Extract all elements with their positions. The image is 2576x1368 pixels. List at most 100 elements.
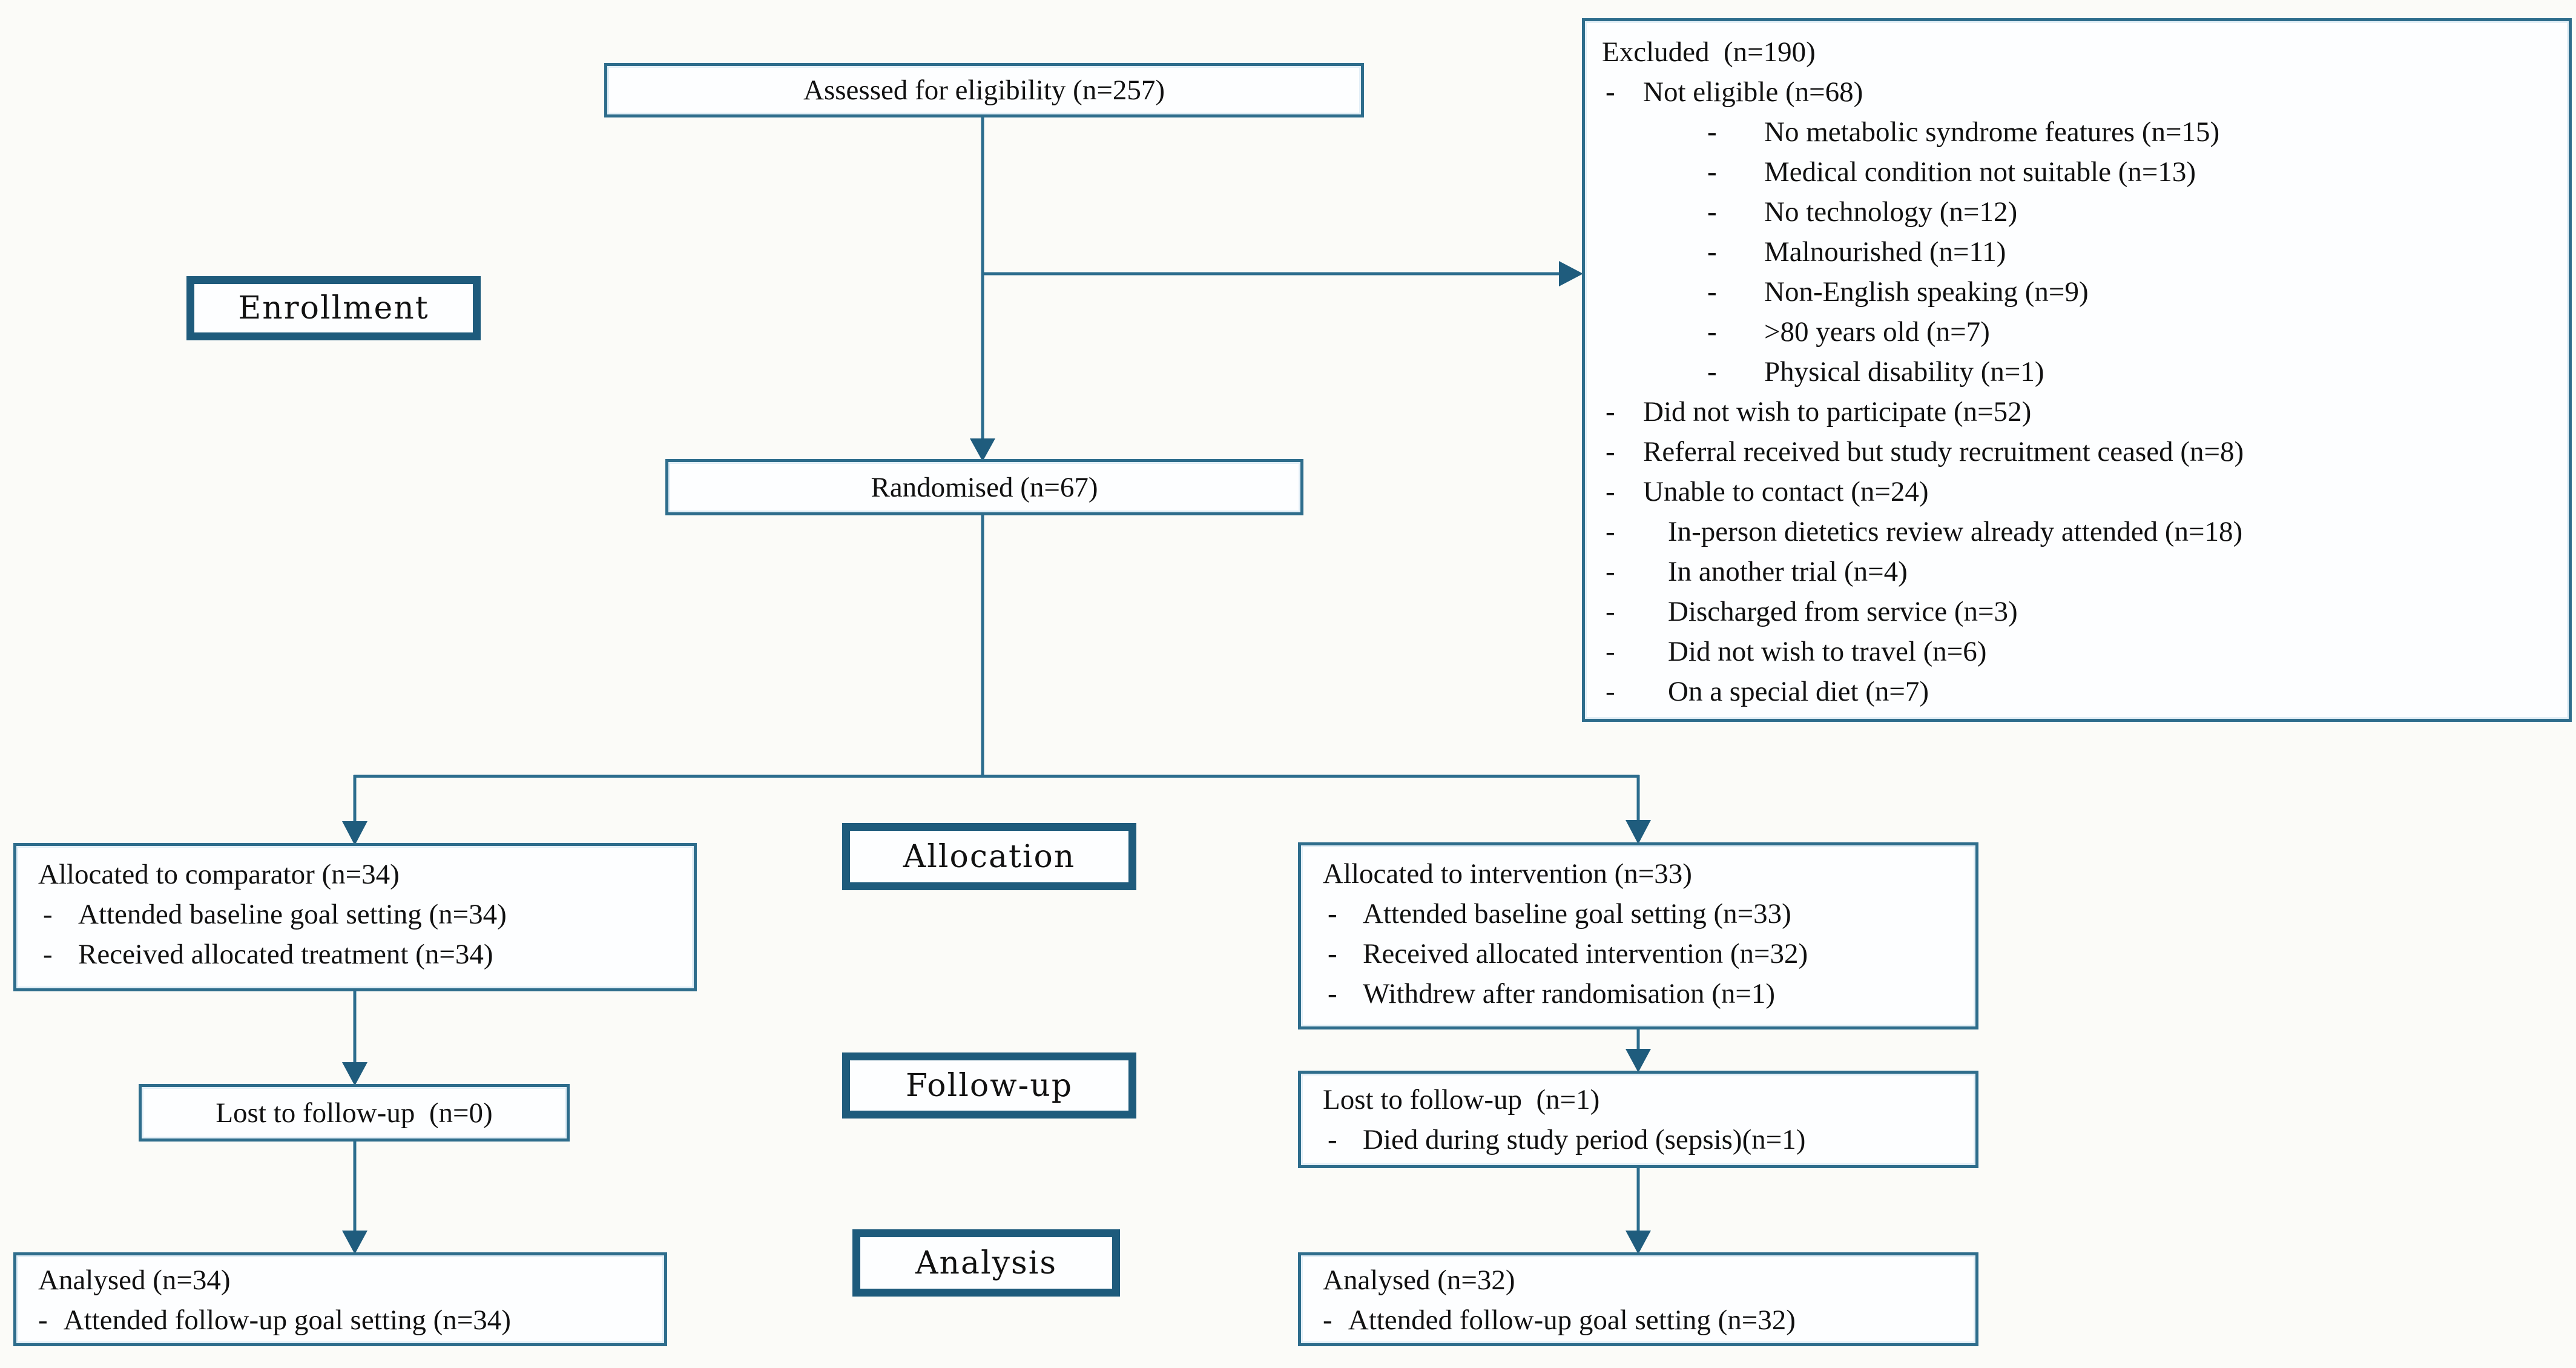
reason-item: -Unable to contact (n=24) — [1602, 472, 2558, 512]
comparator-analysed-list: - Attended follow-up goal setting (n=34) — [38, 1300, 656, 1340]
dash-bullet: - — [1606, 436, 1615, 468]
reason-text: In another trial (n=4) — [1668, 556, 1908, 587]
arrow-into-intervention-analysed — [1626, 1231, 1651, 1254]
excluded-box: Excluded (n=190) -Not eligible (n=68)-No… — [1582, 18, 2572, 722]
intervention-allocation-list: -Attended baseline goal setting (n=33)-R… — [1323, 894, 1967, 1014]
stage-label-analysis: Analysis — [852, 1229, 1120, 1297]
assessed-label: Assessed for eligibility (n=257) — [803, 74, 1165, 106]
reason-item: - On a special diet (n=7) — [1602, 672, 2558, 712]
reason-item: -Died during study period (sepsis)(n=1) — [1323, 1120, 1967, 1160]
reason-text: Received allocated intervention (n=32) — [1363, 938, 1808, 970]
allocation-text: Allocation — [903, 838, 1076, 875]
dash-bullet: - — [1323, 1304, 1332, 1336]
intervention-lost-list: -Died during study period (sepsis)(n=1) — [1323, 1120, 1967, 1160]
dash-bullet: - — [1606, 636, 1615, 667]
dash-bullet: - — [1707, 276, 1717, 308]
reason-item: - No metabolic syndrome features (n=15) — [1602, 112, 2558, 152]
intervention-allocation-title: Allocated to intervention (n=33) — [1323, 858, 1692, 890]
reason-text: Died during study period (sepsis)(n=1) — [1363, 1124, 1806, 1155]
arrow-into-comparator-allocation — [342, 821, 367, 845]
dash-bullet: - — [1606, 516, 1615, 547]
reason-text: Attended follow-up goal setting (n=32) — [1341, 1304, 1796, 1336]
reason-item: -Not eligible (n=68) — [1602, 72, 2558, 112]
comparator-analysed-title: Analysed (n=34) — [38, 1264, 231, 1296]
reason-text: Did not wish to travel (n=6) — [1668, 636, 1987, 667]
excluded-title: Excluded (n=190) — [1602, 36, 1816, 68]
reason-item: -Malnourished (n=11) — [1602, 232, 2558, 272]
comparator-allocation-list: -Attended baseline goal setting (n=34)-R… — [38, 894, 685, 974]
dash-bullet: - — [43, 899, 53, 930]
arrow-into-comparator-lost — [342, 1062, 367, 1086]
comparator-lost-box: Lost to follow-up (n=0) — [139, 1084, 570, 1142]
enrollment-text: Enrollment — [238, 290, 429, 326]
reason-text: Referral received but study recruitment … — [1643, 436, 2244, 468]
reason-text: No technology (n=12) — [1764, 196, 2018, 228]
intervention-analysed-list: - Attended follow-up goal setting (n=32) — [1323, 1300, 1967, 1340]
dash-bullet: - — [1707, 356, 1717, 388]
reason-text: In-person dietetics review already atten… — [1668, 516, 2243, 547]
followup-text: Follow-up — [906, 1067, 1073, 1104]
dash-bullet: - — [1328, 1124, 1337, 1155]
reason-item: - In-person dietetics review already atte… — [1602, 512, 2558, 552]
reason-item: - Non-English speaking (n=9) — [1602, 272, 2558, 312]
arrow-into-excluded — [1559, 261, 1583, 286]
arrow-into-comparator-analysed — [342, 1231, 367, 1254]
comparator-lost-label: Lost to follow-up (n=0) — [216, 1097, 493, 1129]
reason-item: -Received allocated treatment (n=34) — [38, 934, 685, 974]
dash-bullet: - — [43, 939, 53, 970]
dash-bullet: - — [38, 1304, 48, 1336]
reason-text: Attended baseline goal setting (n=33) — [1363, 898, 1791, 930]
arrow-into-intervention-allocation — [1626, 820, 1651, 844]
dash-bullet: - — [1328, 898, 1337, 930]
reason-text: Discharged from service (n=3) — [1668, 596, 2018, 627]
reason-item: -Medical condition not suitable (n=13) — [1602, 152, 2558, 192]
comparator-allocation-title: Allocated to comparator (n=34) — [38, 859, 400, 890]
assessed-box: Assessed for eligibility (n=257) — [604, 63, 1364, 117]
stage-label-enrollment: Enrollment — [186, 276, 481, 340]
reason-text: >80 years old (n=7) — [1764, 316, 1990, 348]
reason-item: -Attended baseline goal setting (n=34) — [38, 894, 685, 934]
reason-item: -Received allocated intervention (n=32) — [1323, 934, 1967, 974]
dash-bullet: - — [1328, 938, 1337, 970]
reason-item: - In another trial (n=4) — [1602, 552, 2558, 592]
stage-label-followup: Follow-up — [842, 1052, 1136, 1119]
reason-item: -Attended baseline goal setting (n=33) — [1323, 894, 1967, 934]
dash-bullet: - — [1606, 556, 1615, 587]
reason-text: On a special diet (n=7) — [1668, 676, 1929, 707]
reason-item: - Did not wish to travel (n=6) — [1602, 632, 2558, 672]
arrow-into-randomised — [970, 438, 995, 461]
reason-text: Medical condition not suitable (n=13) — [1764, 156, 2196, 188]
reason-text: Received allocated treatment (n=34) — [78, 939, 493, 970]
reason-item: - >80 years old (n=7) — [1602, 312, 2558, 352]
reason-text: Attended baseline goal setting (n=34) — [78, 899, 507, 930]
intervention-allocation-box: Allocated to intervention (n=33) -Attend… — [1298, 842, 1978, 1029]
dash-bullet: - — [1707, 196, 1717, 228]
comparator-analysed-box: Analysed (n=34) - Attended follow-up goa… — [13, 1252, 667, 1346]
analysis-text: Analysis — [915, 1244, 1058, 1281]
reason-text: Unable to contact (n=24) — [1643, 476, 1929, 507]
reason-item: - Attended follow-up goal setting (n=34) — [38, 1300, 656, 1340]
dash-bullet: - — [1606, 76, 1615, 108]
dash-bullet: - — [1606, 396, 1615, 428]
dash-bullet: - — [1707, 316, 1717, 348]
reason-text: Not eligible (n=68) — [1643, 76, 1863, 108]
reason-text: No metabolic syndrome features (n=15) — [1764, 116, 2220, 148]
dash-bullet: - — [1707, 116, 1717, 148]
reason-item: -Did not wish to participate (n=52) — [1602, 392, 2558, 432]
reason-text: Attended follow-up goal setting (n=34) — [56, 1304, 511, 1336]
randomised-box: Randomised (n=67) — [665, 459, 1303, 515]
excluded-reason-list: -Not eligible (n=68)-No metabolic syndro… — [1602, 72, 2558, 712]
reason-item: - No technology (n=12) — [1602, 192, 2558, 232]
stage-label-allocation: Allocation — [842, 823, 1136, 890]
dash-bullet: - — [1606, 596, 1615, 627]
dash-bullet: - — [1606, 676, 1615, 707]
comparator-allocation-box: Allocated to comparator (n=34) -Attended… — [13, 843, 697, 991]
reason-item: -Referral received but study recruitment… — [1602, 432, 2558, 472]
reason-text: Did not wish to participate (n=52) — [1643, 396, 2032, 428]
reason-item: - Discharged from service (n=3) — [1602, 592, 2558, 632]
reason-text: Malnourished (n=11) — [1764, 236, 2006, 268]
intervention-lost-title: Lost to follow-up (n=1) — [1323, 1084, 1600, 1115]
reason-text: Non-English speaking (n=9) — [1764, 276, 2089, 308]
